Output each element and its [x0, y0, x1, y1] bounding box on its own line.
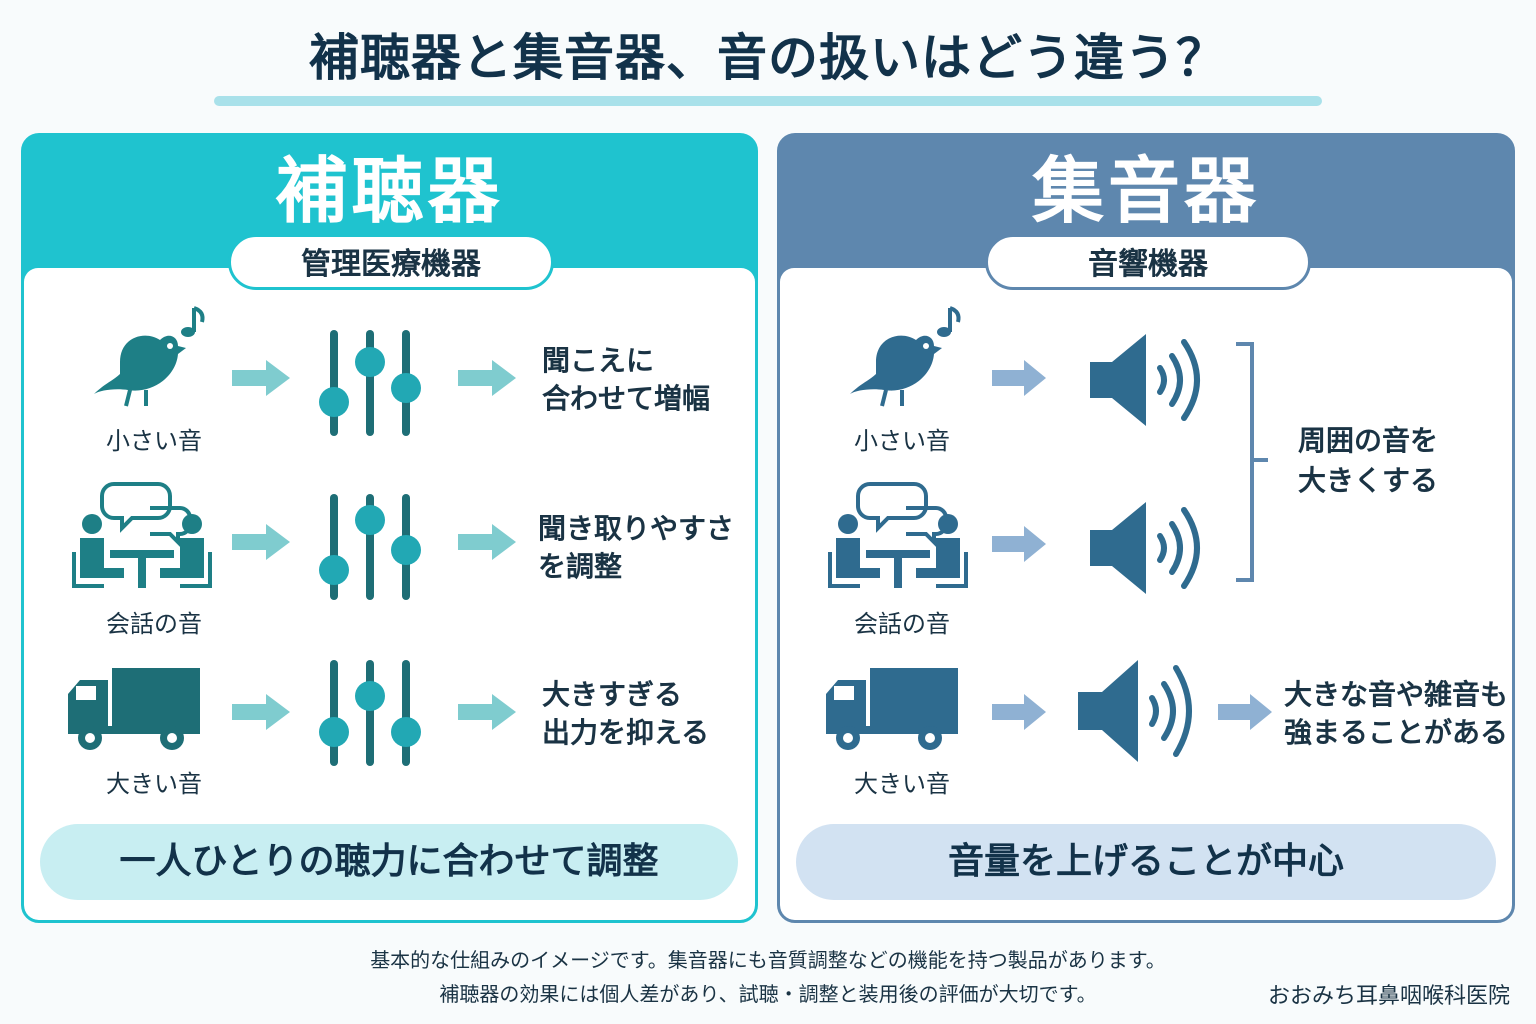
- right-row3-desc-1: 大きな音や雑音も: [1284, 678, 1509, 711]
- arrow-right-icon: [458, 524, 516, 560]
- bracket-desc-2: 大きくする: [1298, 464, 1439, 497]
- left-row1-desc-1: 聞こえに: [542, 344, 655, 377]
- arrow-right-icon: [232, 524, 290, 560]
- speaker-icon: [1090, 502, 1200, 594]
- hearing-aid-heading: 補聴器: [275, 149, 504, 233]
- left-row2-desc-1: 聞き取りやすさ: [538, 512, 735, 545]
- left-row3-desc-2: 出力を抑える: [542, 716, 710, 749]
- left-row3-label: 大きい音: [106, 770, 202, 798]
- conversation-icon: [828, 482, 968, 588]
- bird-icon: [94, 306, 205, 407]
- conversation-icon: [72, 482, 212, 588]
- sound-amplifier-panel: 集音器 音響機器 小さい音 会話の音 周囲: [777, 133, 1515, 923]
- page-title: 補聴器と集音器、音の扱いはどう違う？: [309, 29, 1227, 87]
- right-row3-desc-2: 強まることがある: [1284, 716, 1509, 749]
- arrow-right-icon: [458, 694, 516, 730]
- left-row1-desc-2: 合わせて増幅: [542, 382, 711, 415]
- arrow-right-icon: [232, 360, 290, 396]
- equalizer-icon: [319, 330, 421, 436]
- right-row2-label: 会話の音: [854, 610, 950, 638]
- arrow-right-icon: [992, 694, 1046, 730]
- left-row3-desc-1: 大きすぎる: [542, 678, 683, 711]
- bird-icon: [850, 306, 961, 407]
- arrow-right-icon: [992, 526, 1046, 562]
- sound-amplifier-category-badge: 音響機器: [985, 234, 1311, 290]
- hearing-aid-category-badge: 管理医療機器: [228, 234, 554, 290]
- hearing-aid-summary: 一人ひとりの聴力に合わせて調整: [40, 824, 738, 900]
- left-row2-desc-2: を調整: [538, 550, 623, 583]
- title-underline: [214, 96, 1322, 106]
- speaker-icon: [1090, 334, 1200, 426]
- speaker-icon: [1078, 660, 1192, 762]
- equalizer-icon: [319, 660, 421, 766]
- sound-amplifier-heading: 集音器: [1031, 149, 1260, 233]
- truck-icon: [68, 668, 200, 750]
- truck-icon: [826, 668, 958, 750]
- bracket-icon: [1236, 342, 1268, 582]
- arrow-right-icon: [232, 694, 290, 730]
- left-row1-label: 小さい音: [106, 427, 202, 455]
- clinic-name: おおみち耳鼻咽喉科医院: [1267, 984, 1510, 1009]
- footnote-line-1: 基本的な仕組みのイメージです。集音器にも音質調整などの機能を持つ製品があります。: [370, 948, 1166, 972]
- right-row3-label: 大きい音: [854, 770, 950, 798]
- hearing-aid-panel: 補聴器 管理医療機器 小さい音 聞こえに 合わせて増幅 会話の音: [21, 133, 758, 923]
- footnote-line-2: 補聴器の効果には個人差があり、試聴・調整と装用後の評価が大切です。: [439, 982, 1097, 1006]
- arrow-right-icon: [458, 360, 516, 396]
- equalizer-icon: [319, 494, 421, 600]
- arrow-right-icon: [1218, 694, 1272, 730]
- sound-amplifier-summary: 音量を上げることが中心: [796, 824, 1496, 900]
- arrow-right-icon: [992, 360, 1046, 396]
- right-row1-label: 小さい音: [854, 427, 950, 455]
- left-row2-label: 会話の音: [106, 610, 202, 638]
- bracket-desc-1: 周囲の音を: [1298, 424, 1439, 457]
